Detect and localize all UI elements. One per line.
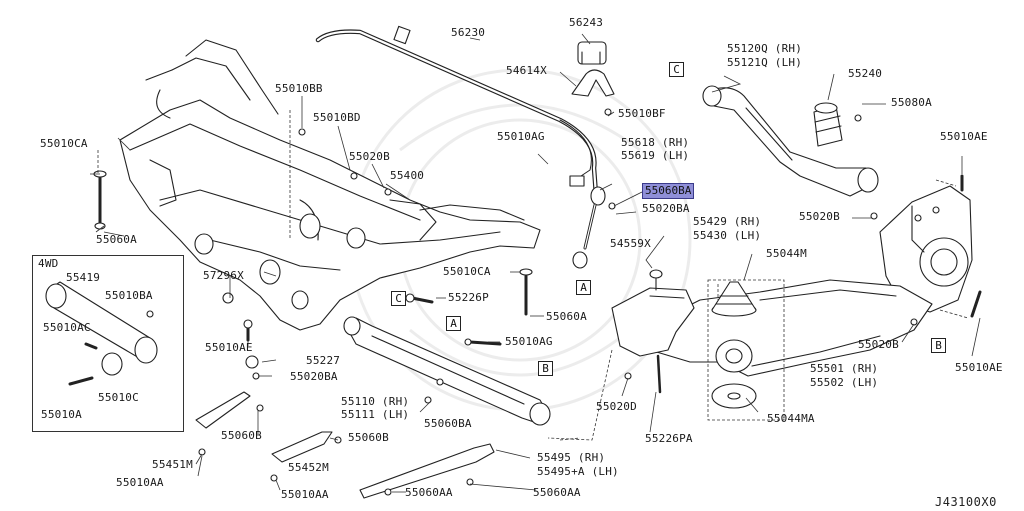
- label-55010bf: 55010BF: [618, 107, 666, 120]
- label-55618: 55618 (RH): [621, 136, 690, 149]
- label-55010ae-top: 55010AE: [940, 130, 988, 143]
- label-55010ae-right: 55010AE: [955, 361, 1003, 374]
- label-55110: 55110 (RH): [341, 395, 410, 408]
- label-55501: 55501 (RH): [810, 362, 879, 375]
- label-55060b-mid: 55060B: [348, 431, 389, 444]
- label-55240: 55240: [848, 67, 883, 80]
- label-55010bd: 55010BD: [313, 111, 361, 124]
- label-56243: 56243: [569, 16, 604, 29]
- label-55060aa-1: 55060AA: [405, 486, 453, 499]
- label-55451m: 55451M: [152, 458, 193, 471]
- stabilizer-bar: [315, 25, 599, 198]
- label-55419: 55419: [66, 271, 101, 284]
- label-56230: 56230: [451, 26, 486, 39]
- label-55010ca-left: 55010CA: [40, 137, 88, 150]
- label-55010ca-mid: 55010CA: [443, 265, 491, 278]
- label-55020ba-right: 55020BA: [642, 202, 690, 215]
- ref-box-a-lateral: A: [446, 316, 461, 331]
- reference-dashes: [97, 110, 969, 441]
- lateral-link: [343, 316, 551, 426]
- leader-lines: [90, 33, 981, 493]
- label-55010c: 55010C: [98, 391, 139, 404]
- label-55060aa-2: 55060AA: [533, 486, 581, 499]
- diagram-code: J43100X0: [935, 495, 997, 509]
- label-55060ba-highlighted[interactable]: 55060BA: [642, 183, 695, 199]
- label-55226pa: 55226PA: [645, 432, 693, 445]
- spring-seat-upper: [711, 281, 757, 317]
- label-55020b-right: 55020B: [799, 210, 840, 223]
- label-55430: 55430 (LH): [693, 229, 762, 242]
- label-55060a-mid: 55060A: [546, 310, 587, 323]
- spring-seat-lower: [711, 339, 757, 409]
- label-55010aa-2: 55010AA: [281, 488, 329, 501]
- ref-box-b-lateral: B: [538, 361, 553, 376]
- bolt-right: [870, 174, 982, 326]
- label-55060a-left: 55060A: [96, 233, 137, 246]
- label-55080a: 55080A: [891, 96, 932, 109]
- bump-stopper: [813, 102, 862, 147]
- label-55010ae-left: 55010AE: [205, 341, 253, 354]
- label-55495a: 55495+A (LH): [537, 465, 619, 478]
- label-55400: 55400: [390, 169, 425, 182]
- label-54614x: 54614X: [506, 64, 547, 77]
- label-55010bb: 55010BB: [275, 82, 323, 95]
- ref-box-c-upper: C: [669, 62, 684, 77]
- label-57296x: 57296X: [203, 269, 244, 282]
- label-55060ba-b: 55060BA: [424, 417, 472, 430]
- label-55227: 55227: [306, 354, 341, 367]
- label-55044m: 55044M: [766, 247, 807, 260]
- 4wd-detail-frame: [32, 255, 184, 432]
- label-55020d: 55020D: [596, 400, 637, 413]
- label-55120q: 55120Q (RH): [727, 42, 803, 55]
- label-55010aa-1: 55010AA: [116, 476, 164, 489]
- label-55044ma: 55044MA: [767, 412, 815, 425]
- label-55495: 55495 (RH): [537, 451, 606, 464]
- knuckle-housing: [879, 185, 973, 313]
- mounting-bolts: [93, 128, 533, 380]
- label-55020ba-left: 55020BA: [290, 370, 338, 383]
- label-55060b-left: 55060B: [221, 429, 262, 442]
- label-55010ag-mid: 55010AG: [505, 335, 553, 348]
- bracket: [611, 269, 695, 394]
- label-55502: 55502 (LH): [810, 376, 879, 389]
- label-55429: 55429 (RH): [693, 215, 762, 228]
- stabilizer-bushing: [571, 41, 615, 116]
- stabilizer-link: [572, 186, 616, 269]
- label-55619: 55619 (LH): [621, 149, 690, 162]
- ref-box-a-stabilizer: A: [576, 280, 591, 295]
- label-55010ac: 55010AC: [43, 321, 91, 334]
- suspension-crossmember: [119, 39, 541, 331]
- label-55010a: 55010A: [41, 408, 82, 421]
- label-55010ba: 55010BA: [105, 289, 153, 302]
- label-55226p: 55226P: [448, 291, 489, 304]
- label-55020b-left: 55020B: [349, 150, 390, 163]
- lower-link-arm: [639, 279, 933, 377]
- ref-box-b-knuckle: B: [931, 338, 946, 353]
- label-4wd: 4WD: [38, 257, 59, 270]
- label-54559x: 54559X: [610, 237, 651, 250]
- label-55121q: 55121Q (LH): [727, 56, 803, 69]
- label-55010ag-top: 55010AG: [497, 130, 545, 143]
- label-55020b-bottom: 55020B: [858, 338, 899, 351]
- stay-rods: [195, 391, 495, 499]
- 4wd-detail-link: [45, 281, 158, 386]
- upper-link: [702, 85, 879, 197]
- label-55111: 55111 (LH): [341, 408, 410, 421]
- label-55452m: 55452M: [288, 461, 329, 474]
- ref-box-c-crossmember: C: [391, 291, 406, 306]
